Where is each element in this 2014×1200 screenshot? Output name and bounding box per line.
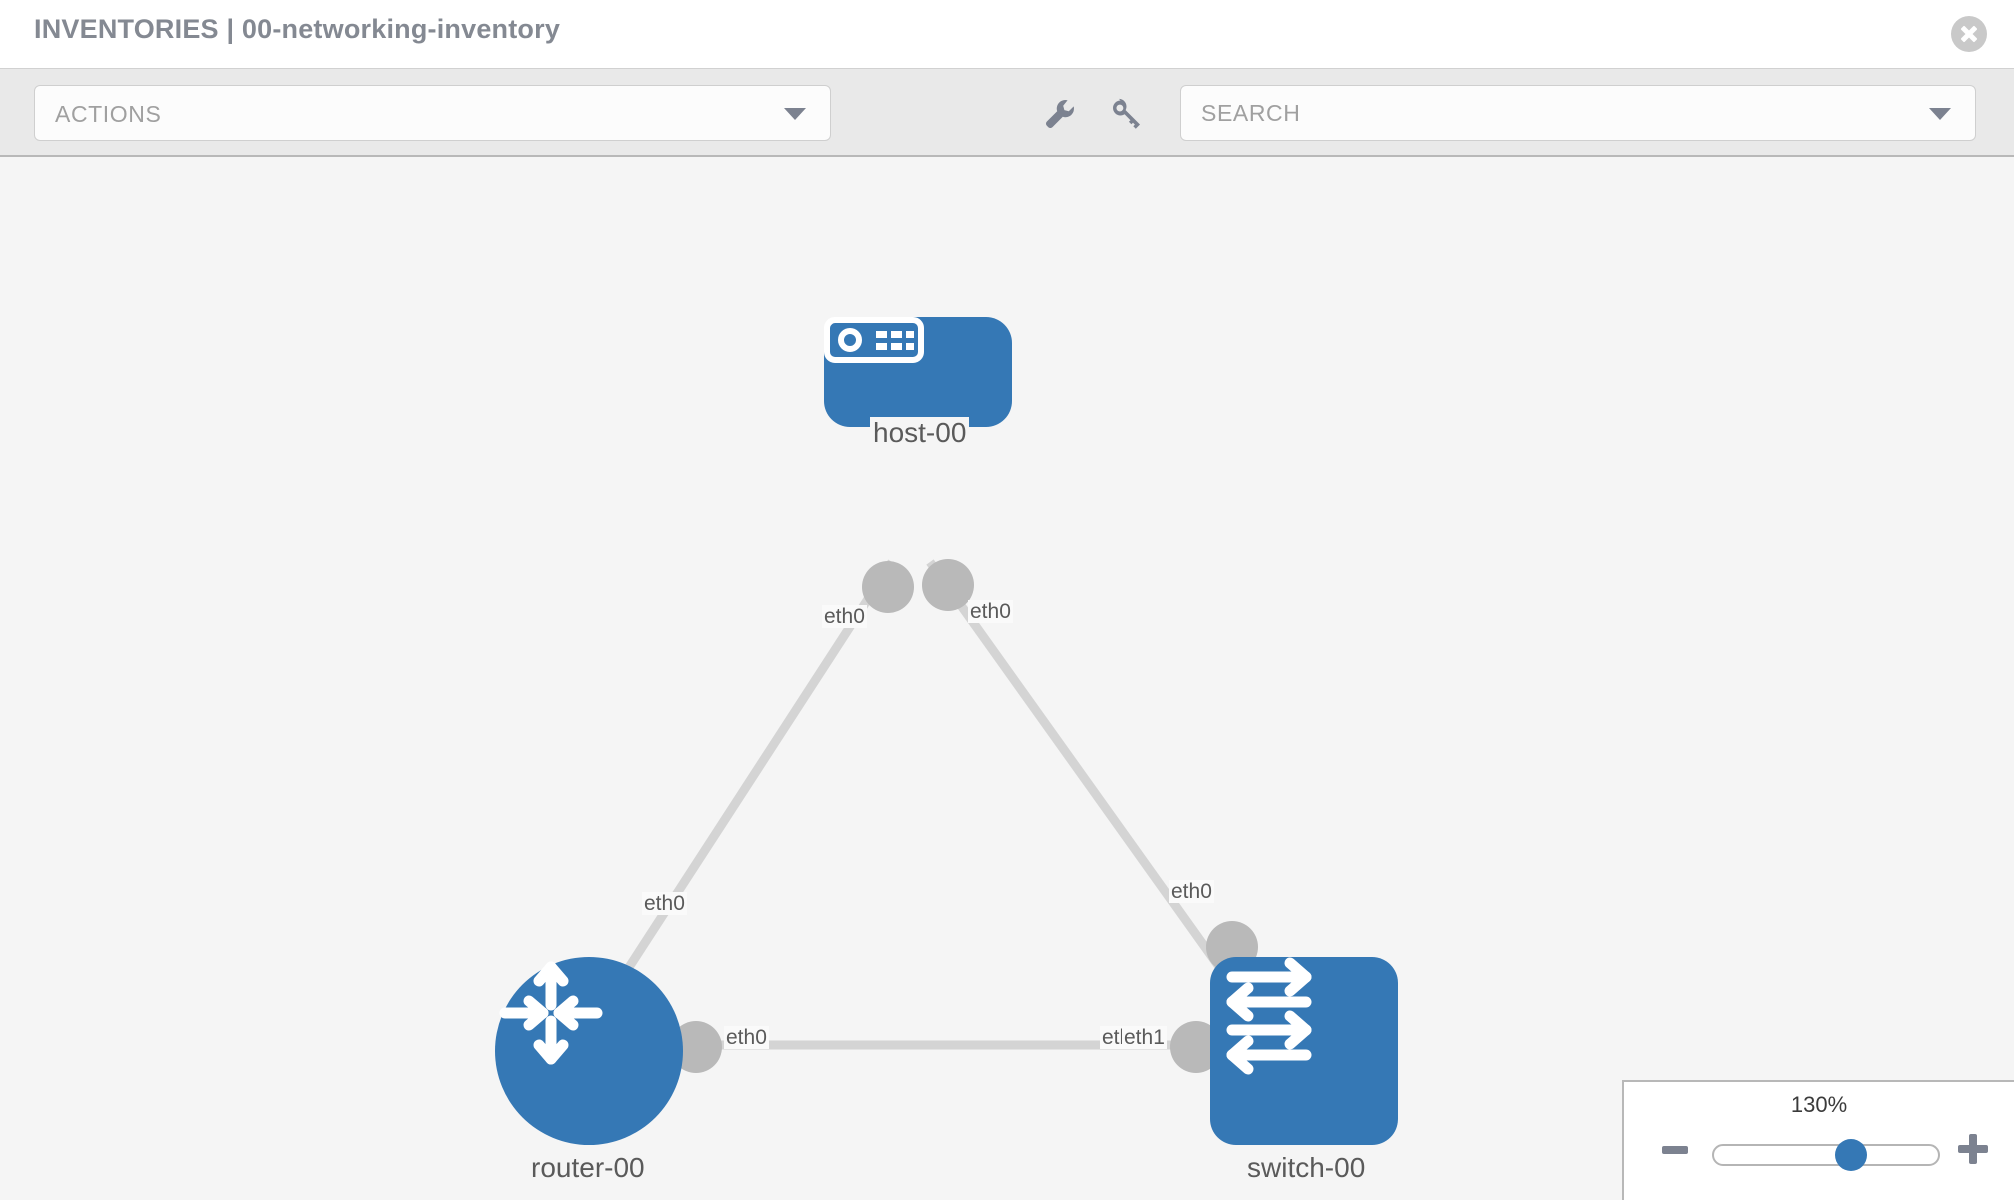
chevron-down-icon[interactable] [1929,108,1951,120]
wrench-icon[interactable] [1037,91,1083,137]
actions-dropdown-label: ACTIONS [55,101,162,127]
node-switch-00-label[interactable]: switch-00 [1244,1152,1369,1184]
node-host-00-shape[interactable] [824,317,1012,427]
edge-label-switch-left-b[interactable]: eth1 [1122,1026,1167,1050]
node-switch-00-shape[interactable] [1210,957,1398,1145]
endpoint-host-right[interactable] [922,559,974,611]
node-router-00-label[interactable]: router-00 [528,1152,648,1184]
toolbar: ACTIONS [0,68,2014,157]
chevron-down-icon [784,108,806,120]
close-icon[interactable] [1951,16,1987,52]
zoom-slider-thumb[interactable] [1834,1139,1867,1171]
zoom-in-button[interactable] [1958,1134,1988,1164]
edge-host-switch[interactable] [926,559,1236,988]
node-switch-00[interactable]: switch-00 [1210,957,1398,1184]
zoom-slider-row [1624,1132,2014,1172]
page-title: INVENTORIES | 00-networking-inventory [34,14,561,44]
endpoint-switch-left[interactable] [1170,1021,1222,1073]
switch-arrows-icon [1226,957,1312,1075]
edge-label-router-right[interactable]: eth0 [724,1026,769,1050]
search-input[interactable] [1181,86,1915,140]
endpoint-host-left[interactable] [862,561,914,613]
server-icon [824,317,924,363]
edge-label-host-left[interactable]: eth0 [822,605,867,629]
topology-canvas[interactable]: host-00 [0,157,2014,1200]
node-router-00-shape[interactable] [495,957,683,1145]
page-header: INVENTORIES | 00-networking-inventory [0,0,2014,68]
edge-label-host-right[interactable]: eth0 [968,600,1013,624]
node-host-00[interactable]: host-00 [824,317,1012,449]
edge-host-router[interactable] [596,559,896,1015]
router-arrows-icon [499,961,603,1065]
key-icon[interactable] [1103,91,1149,137]
node-router-00[interactable]: router-00 [495,957,683,1184]
topology-graph: host-00 [0,157,2014,1200]
topology-edges [596,559,1258,1073]
search-field[interactable] [1180,85,1976,141]
edge-label-router-up[interactable]: eth0 [642,892,687,916]
node-host-00-label[interactable]: host-00 [870,417,970,449]
actions-dropdown[interactable]: ACTIONS [34,85,831,141]
edge-label-switch-up[interactable]: eth0 [1169,880,1214,904]
endpoint-router-right[interactable] [670,1021,722,1073]
zoom-control-panel: 130% [1622,1080,2014,1200]
zoom-slider-track[interactable] [1712,1139,1940,1171]
zoom-percent-label: 130% [1790,1092,1848,1117]
zoom-out-button[interactable] [1662,1146,1688,1154]
